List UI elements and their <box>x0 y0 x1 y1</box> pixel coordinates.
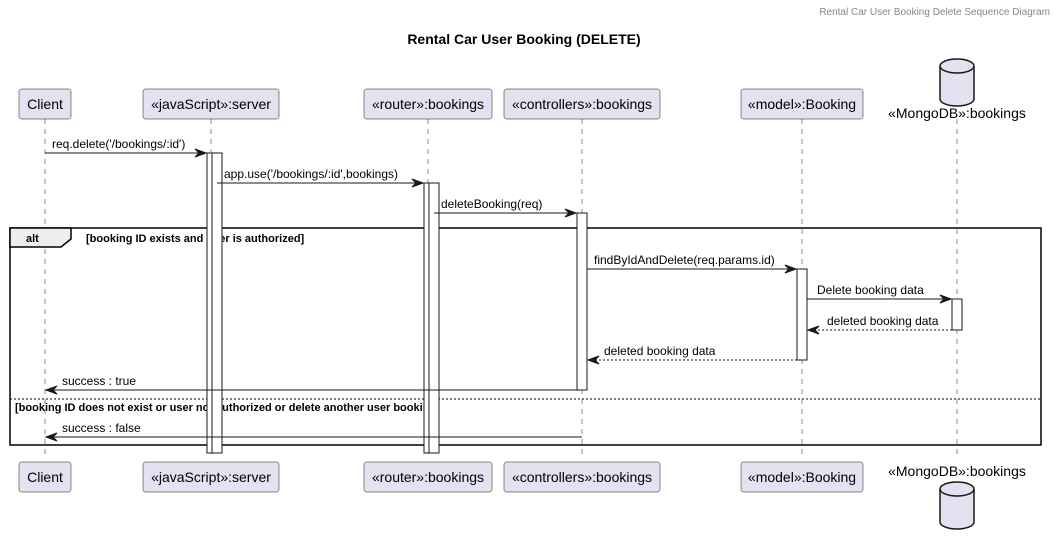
participant-label-model-top: «model»:Booking <box>748 96 856 112</box>
diagram-title: Rental Car User Booking (DELETE) <box>407 31 640 47</box>
participant-label-controller-bottom: «controllers»:bookings <box>512 469 652 485</box>
arrowhead-m9 <box>44 432 58 442</box>
participant-box-client-top <box>18 88 72 120</box>
participant-box-server-bottom <box>142 461 280 493</box>
participant-label-controller-top: «controllers»:bookings <box>512 96 652 112</box>
database-icon <box>939 481 975 530</box>
message-label-m6: deleted booking data <box>827 314 939 328</box>
participant-label-client-bottom: Client <box>27 469 63 485</box>
alt-guard-1: [booking ID exists and user is authorize… <box>86 233 305 245</box>
activation-server-1 <box>211 152 223 454</box>
database-rim <box>939 488 975 497</box>
participant-label-router-top: «router»:bookings <box>372 96 484 112</box>
activation-db-6 <box>951 298 963 331</box>
participant-label-db-bottom: «MongoDB»:bookings <box>888 463 1026 479</box>
message-label-m7: deleted booking data <box>604 344 716 358</box>
message-label-m1: req.delete('/bookings/:id') <box>52 137 185 151</box>
arrowhead-m6 <box>806 325 820 335</box>
participant-box-client-bottom <box>18 461 72 493</box>
alt-frame-label: alt <box>26 233 39 245</box>
arrowhead-m2 <box>411 178 425 188</box>
arrowhead-m3 <box>564 208 578 218</box>
message-label-m9: success : false <box>62 421 141 435</box>
participant-box-model-bottom <box>740 461 864 493</box>
participant-box-model-top <box>740 88 864 120</box>
participant-label-router-bottom: «router»:bookings <box>372 469 484 485</box>
message-label-m5: Delete booking data <box>817 283 924 297</box>
message-label-m2: app.use('/bookings/:id',bookings) <box>224 167 398 181</box>
participant-box-controller-bottom <box>503 461 661 493</box>
participant-box-router-top <box>363 88 493 120</box>
arrowhead-m7 <box>586 355 600 365</box>
participant-label-db-top: «MongoDB»:bookings <box>888 105 1026 121</box>
arrowhead-m1 <box>194 148 208 158</box>
arrowhead-m4 <box>784 264 798 274</box>
participant-box-router-bottom <box>363 461 493 493</box>
alt-guard-2: [booking ID does not exist or user not a… <box>15 402 440 414</box>
database-body <box>939 58 975 107</box>
message-label-m8: success : true <box>62 374 136 388</box>
participant-label-server-top: «javaScript»:server <box>151 96 271 112</box>
database-body <box>939 481 975 530</box>
database-rim <box>939 65 975 74</box>
participant-label-server-bottom: «javaScript»:server <box>151 469 271 485</box>
alt-frame-tab <box>9 227 72 248</box>
arrowhead-m5 <box>939 294 953 304</box>
participant-label-model-bottom: «model»:Booking <box>748 469 856 485</box>
participant-box-server-top <box>142 88 280 120</box>
participant-box-controller-top <box>503 88 661 120</box>
arrowhead-m8 <box>44 385 58 395</box>
activation-router-3 <box>428 182 440 454</box>
message-label-m4: findByIdAndDelete(req.params.id) <box>594 253 775 267</box>
activation-controller-4 <box>576 212 588 391</box>
message-label-m3: deleteBooking(req) <box>441 197 542 211</box>
participant-label-client-top: Client <box>27 96 63 112</box>
activation-model-5 <box>796 268 808 361</box>
database-icon <box>939 58 975 107</box>
diagram-header: Rental Car User Booking Delete Sequence … <box>819 7 1050 18</box>
alt-frame <box>9 227 1042 446</box>
